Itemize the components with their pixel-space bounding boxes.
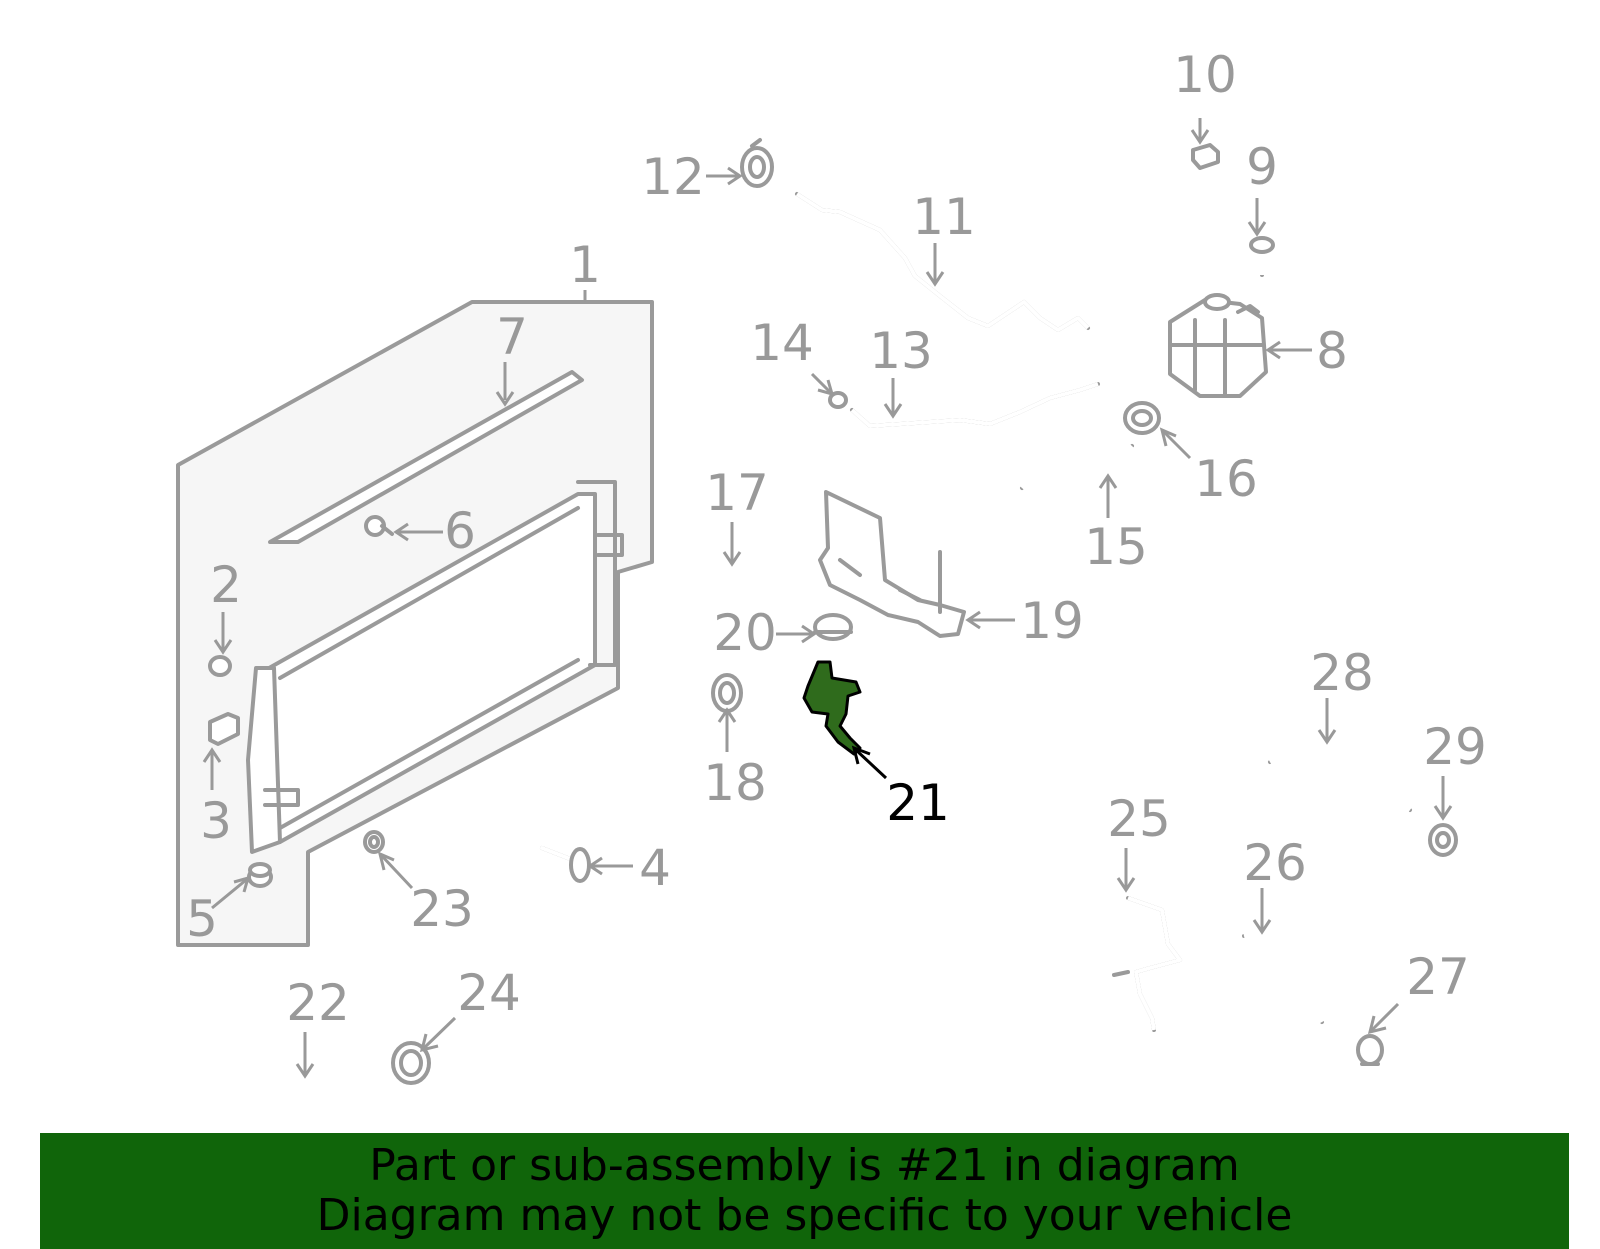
part-29-clamp[interactable]	[1428, 823, 1458, 857]
part-12-clamp[interactable]	[740, 138, 774, 188]
callout-6[interactable]: 6	[444, 502, 476, 560]
callout-7[interactable]: 7	[496, 308, 528, 366]
callout-23[interactable]: 23	[410, 880, 474, 938]
callout-29[interactable]: 29	[1423, 718, 1487, 776]
callout-2[interactable]: 2	[210, 556, 242, 614]
callout-1[interactable]: 1	[569, 236, 601, 294]
info-banner: Part or sub-assembly is #21 in diagram D…	[40, 1133, 1569, 1249]
callout-10[interactable]: 10	[1173, 46, 1237, 104]
callout-22[interactable]: 22	[286, 974, 350, 1032]
part-16-clamp[interactable]	[1123, 401, 1161, 435]
callout-27[interactable]: 27	[1406, 948, 1470, 1006]
callout-20[interactable]: 20	[713, 604, 777, 662]
callout-17[interactable]: 17	[705, 464, 769, 522]
banner-line-1: Part or sub-assembly is #21 in diagram	[369, 1140, 1240, 1191]
part-20-clamp[interactable]	[813, 613, 853, 641]
part-7-seal-strip[interactable]	[268, 370, 584, 544]
callout-13[interactable]: 13	[869, 322, 933, 380]
leader-lines	[202, 118, 1453, 1079]
part-9-bolt[interactable]	[1249, 236, 1275, 277]
part-27-clamp[interactable]	[1356, 1034, 1384, 1066]
callout-28[interactable]: 28	[1310, 644, 1374, 702]
callout-26[interactable]: 26	[1243, 834, 1307, 892]
callout-16[interactable]: 16	[1194, 450, 1258, 508]
part-4-bolt[interactable]	[540, 846, 591, 883]
callout-14[interactable]: 14	[750, 314, 814, 372]
part-24-clamp[interactable]	[391, 1041, 431, 1085]
callout-8[interactable]: 8	[1316, 322, 1348, 380]
part-23-washer[interactable]	[363, 830, 385, 854]
callout-24[interactable]: 24	[457, 964, 521, 1022]
part-17-hose[interactable]	[634, 557, 730, 663]
part-10-nut[interactable]	[1191, 143, 1220, 170]
part-25-tube[interactable]	[1112, 896, 1182, 1032]
part-2-clip[interactable]	[208, 655, 232, 677]
part-28-hose[interactable]	[1267, 740, 1413, 814]
part-21-highlighted[interactable]	[802, 660, 862, 756]
part-6-clip[interactable]	[364, 515, 394, 537]
radiator-core[interactable]	[246, 480, 624, 854]
part-26-hose[interactable]	[1242, 928, 1326, 1024]
callout-21[interactable]: 21	[886, 774, 950, 832]
callout-15[interactable]: 15	[1084, 518, 1148, 576]
part-3-bracket[interactable]	[208, 712, 240, 746]
banner-line-2: Diagram may not be specific to your vehi…	[316, 1190, 1293, 1241]
part-13-hose[interactable]	[850, 382, 1100, 428]
callout-3[interactable]: 3	[200, 792, 232, 850]
callout-4[interactable]: 4	[639, 839, 671, 897]
callout-labels: 1 2 3 4 5 6 7 8 9 10 11 12 13 14 15 16 1…	[186, 46, 1487, 1032]
callout-12[interactable]: 12	[641, 148, 705, 206]
callout-19[interactable]: 19	[1020, 592, 1084, 650]
part-14-clip[interactable]	[828, 391, 848, 409]
part-19-bracket[interactable]	[818, 490, 966, 638]
callout-9[interactable]: 9	[1246, 138, 1278, 196]
callout-11[interactable]: 11	[912, 188, 976, 246]
callout-25[interactable]: 25	[1107, 790, 1171, 848]
part-5-grommet[interactable]	[247, 862, 273, 888]
part-22-hose[interactable]	[128, 1040, 380, 1104]
part-15-hose[interactable]	[1019, 443, 1135, 491]
callout-5[interactable]: 5	[186, 890, 218, 948]
part-8-reservoir[interactable]	[1168, 293, 1268, 398]
part-11-hose[interactable]	[795, 192, 1090, 332]
part-18-clamp[interactable]	[711, 673, 743, 713]
callout-18[interactable]: 18	[703, 754, 767, 812]
